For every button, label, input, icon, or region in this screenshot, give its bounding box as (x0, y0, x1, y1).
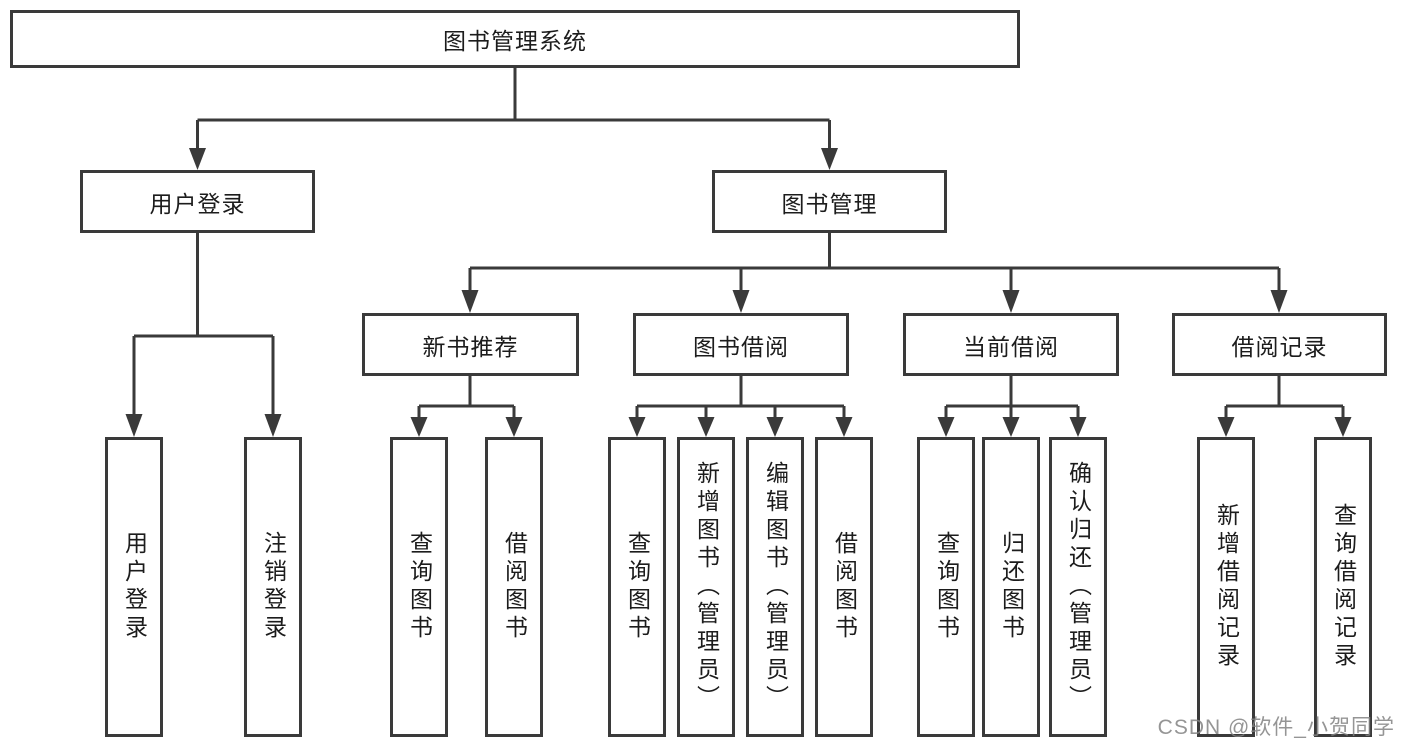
node-book-management: 图书管理 (712, 170, 947, 233)
leaf-query-books-borrowing: 查询图书 (608, 437, 666, 737)
leaf-query-borrow-record: 查询借阅记录 (1314, 437, 1372, 737)
node-borrowing-records: 借阅记录 (1172, 313, 1387, 376)
node-user-login: 用户登录 (80, 170, 315, 233)
connector-lines (132, 68, 1345, 419)
node-book-borrowing: 图书借阅 (633, 313, 849, 376)
leaf-user-login: 用户登录 (105, 437, 163, 737)
node-root-system: 图书管理系统 (10, 10, 1020, 68)
leaf-edit-book-admin: 编辑图书（管理员） (746, 437, 804, 737)
leaf-add-borrow-record: 新增借阅记录 (1197, 437, 1255, 737)
leaf-borrow-books-borrowing: 借阅图书 (815, 437, 873, 737)
leaf-query-books-recommend: 查询图书 (390, 437, 448, 737)
leaf-add-book-admin: 新增图书（管理员） (677, 437, 735, 737)
leaf-return-book: 归还图书 (982, 437, 1040, 737)
leaf-borrow-books-recommend: 借阅图书 (485, 437, 543, 737)
node-new-book-recommend: 新书推荐 (362, 313, 579, 376)
watermark: CSDN @软件_小贺同学 (1157, 716, 1395, 739)
leaf-confirm-return-admin: 确认归还（管理员） (1049, 437, 1107, 737)
arrowhead-icons (125, 148, 1352, 437)
leaf-query-books-current: 查询图书 (917, 437, 975, 737)
leaf-logout: 注销登录 (244, 437, 302, 737)
node-current-borrowing: 当前借阅 (903, 313, 1119, 376)
